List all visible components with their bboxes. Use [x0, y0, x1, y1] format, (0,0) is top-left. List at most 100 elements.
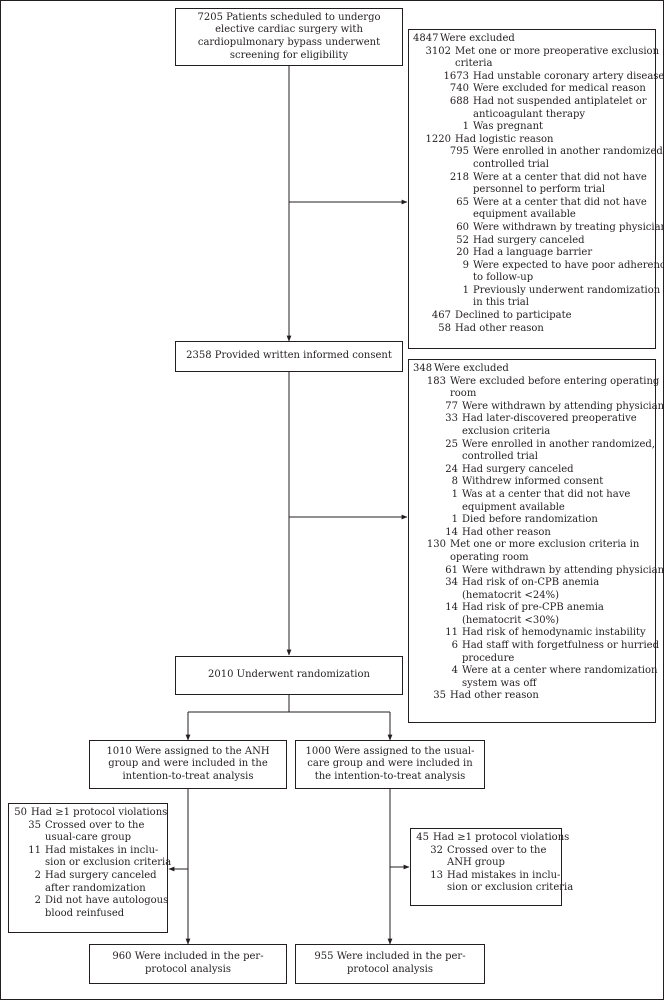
count-label: Did not have autologous [45, 895, 169, 907]
count-label: Were withdrawn by treating physician [473, 221, 664, 233]
count-row: 218 Were at a center that did not have [413, 172, 651, 185]
count-label: Had ≥1 protocol violations [31, 807, 168, 818]
count-value: 35 [28, 819, 41, 831]
count-row: 45 Had ≥1 protocol violations [415, 832, 569, 845]
count-label: equipment available [473, 209, 576, 221]
anh-per-protocol-box: 960 Were included in the per-protocol an… [89, 944, 287, 984]
count-label: exclusion criteria [462, 425, 551, 437]
count-value: 45 [416, 832, 429, 843]
count-row-continuation: after randomization [13, 883, 163, 896]
count-value: 34 [445, 577, 458, 589]
count-value: 20 [456, 247, 469, 259]
count-value: 25 [445, 438, 458, 450]
count-value: 218 [449, 171, 469, 183]
count-value: 13 [430, 869, 443, 881]
count-value: 3102 [425, 45, 451, 57]
count-label: (hematocrit <30%) [462, 614, 560, 626]
count-value: 1 [451, 488, 458, 500]
count-value [413, 590, 458, 603]
count-row-continuation: personnel to perform trial [413, 184, 651, 197]
count-label: usual-care group [45, 832, 132, 844]
anh-group-text: 1010 Were assigned to the ANH group and … [106, 745, 270, 782]
count-row-continuation: system was off [413, 678, 651, 691]
count-row-continuation: sion or exclusion criteria [13, 857, 171, 870]
count-value [413, 388, 446, 401]
count-label: Had other reason [462, 526, 551, 538]
count-value: 33 [445, 413, 458, 425]
count-label: sion or exclusion criteria [45, 857, 172, 869]
count-label: Were excluded before entering operating [450, 375, 660, 387]
count-label: sion or exclusion criteria [447, 882, 574, 894]
count-value: 77 [445, 400, 458, 412]
count-label: Previously underwent randomization [473, 284, 661, 296]
count-label: personnel to perform trial [473, 184, 606, 196]
count-value: 1220 [425, 133, 451, 145]
count-row-continuation: ANH group [415, 857, 557, 870]
count-row-continuation: controlled trial [413, 159, 651, 172]
usual-care-group-text: 1000 Were assigned to the usual-care gro… [305, 745, 475, 782]
count-label: criteria [455, 58, 493, 70]
usual-care-per-protocol-box: 955 Were included in the per-protocol an… [295, 944, 485, 984]
count-label: Were at a center that did not have [473, 171, 647, 183]
count-value: 467 [431, 310, 451, 322]
count-value [413, 451, 458, 464]
count-label: Had ≥1 protocol violations [433, 832, 570, 843]
count-label: Were expected to have poor adherence [473, 259, 664, 271]
count-label: Had other reason [455, 322, 544, 334]
count-label: room [450, 388, 477, 400]
count-value [413, 653, 458, 666]
count-value: 14 [445, 526, 458, 538]
count-label: anticoagulant therapy [473, 108, 586, 120]
count-label: procedure [462, 652, 515, 664]
consent-box: 2358 Provided written informed consent [175, 341, 403, 372]
count-value: 65 [456, 196, 469, 208]
count-label: operating room [450, 551, 529, 563]
count-value [415, 857, 443, 870]
count-value: 11 [445, 627, 458, 639]
count-row-continuation: (hematocrit <24%) [413, 590, 651, 603]
count-row: 11 Had risk of hemodynamic instability [413, 627, 651, 640]
count-row: 65 Were at a center that did not have [413, 197, 651, 210]
count-value [413, 426, 458, 439]
count-label: Were enrolled in another randomized, [473, 146, 664, 158]
count-label: Had risk of hemodynamic instability [462, 627, 646, 639]
count-row-continuation: procedure [413, 653, 651, 666]
anh-group-box: 1010 Were assigned to the ANH group and … [89, 740, 287, 789]
count-value: 130 [426, 539, 446, 551]
count-label: (hematocrit <24%) [462, 589, 560, 601]
count-label: Had mistakes in inclu- [447, 869, 561, 881]
count-row: 13 Had mistakes in inclu- [415, 869, 561, 883]
count-label: Had surgery canceled [462, 463, 574, 475]
count-label: Had surgery canceled [45, 869, 157, 881]
count-value [413, 552, 446, 565]
count-row-continuation: controlled trial [413, 451, 651, 464]
count-label: Were at a center that did not have [473, 196, 647, 208]
count-label: controlled trial [462, 451, 538, 463]
count-value [413, 159, 469, 172]
count-value [413, 297, 469, 310]
count-value [13, 857, 41, 870]
count-value: 1 [462, 121, 469, 133]
count-row-continuation: criteria [413, 58, 651, 71]
